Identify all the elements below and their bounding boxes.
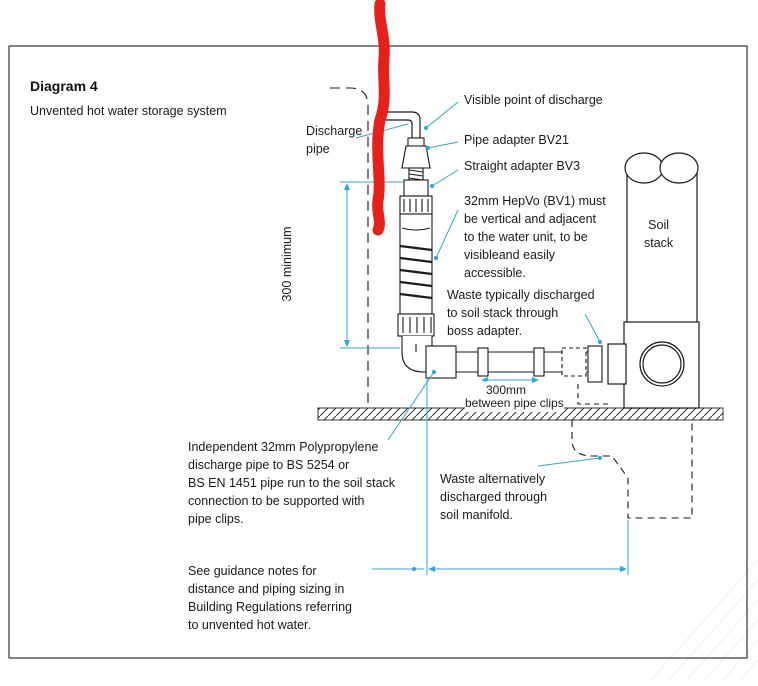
min-height-label: 300 minimum <box>280 226 294 302</box>
pipe-adapter-bv21 <box>401 137 431 181</box>
straight-adapter-label: Straight adapter BV3 <box>464 159 581 173</box>
guidance-label: See guidance notes for distance and pipi… <box>188 564 352 632</box>
diagram-frame <box>8 45 748 659</box>
diagram-title: Diagram 4 <box>30 78 98 94</box>
water-unit-outline <box>330 87 369 408</box>
discharge-pipe-label: Discharge pipe <box>306 124 363 156</box>
horizontal-discharge-pipe <box>401 336 608 405</box>
height-dimension <box>340 181 404 349</box>
leader-lines <box>355 101 601 570</box>
red-annotation-mark <box>372 0 390 236</box>
diagram-subtitle: Unvented hot water storage system <box>30 104 227 118</box>
soil-stack <box>607 152 700 409</box>
leader-dots <box>412 126 602 571</box>
hepvo-label: 32mm HepVo (BV1) must be vertical and ad… <box>464 194 606 280</box>
clip-spacing-note: between pipe clips <box>465 394 564 412</box>
soil-stack-label: Soil stack <box>644 218 674 250</box>
hepvo-bv1 <box>397 213 435 337</box>
distance-dimension <box>426 378 629 575</box>
waste-typical-label: Waste typically discharged to soil stack… <box>447 288 595 338</box>
straight-adapter-bv3 <box>399 179 433 215</box>
soil-manifold <box>571 420 693 519</box>
waste-alternative-label: Waste alternatively discharged through s… <box>440 472 548 522</box>
discharge-pipe-hook <box>378 111 421 138</box>
pipe-adapter-label: Pipe adapter BV21 <box>464 133 569 147</box>
visible-point-label: Visible point of discharge <box>464 93 603 107</box>
independent-pipe-label: Independent 32mm Polypropylene discharge… <box>188 440 396 526</box>
background-stripes <box>649 559 758 682</box>
